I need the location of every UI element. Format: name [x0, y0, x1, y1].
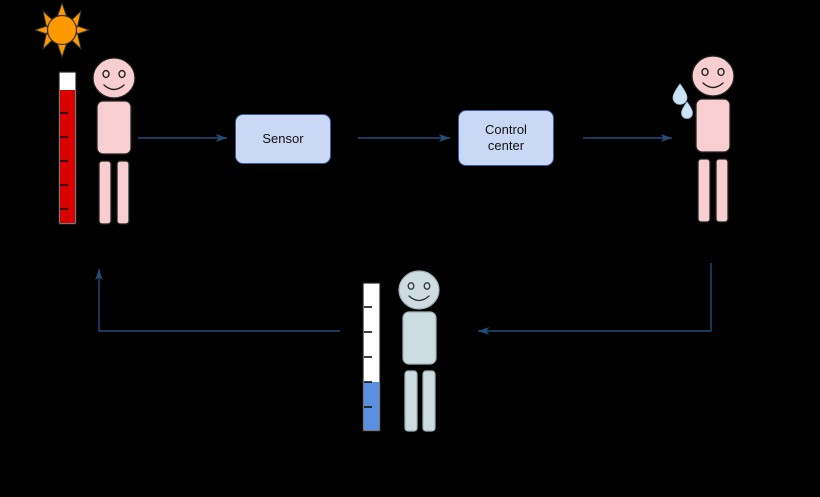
figure-sweating-person [672, 55, 735, 223]
thermometer-hot [58, 71, 77, 225]
node-sensor[interactable]: Sensor [235, 114, 331, 164]
edge-sweating-to-cooled [477, 263, 712, 335]
node-control-center[interactable]: Control center [458, 110, 554, 166]
figure-cooled-person [398, 270, 440, 432]
thermometer-cold [362, 282, 381, 432]
sweat-drop-icon [681, 101, 693, 119]
figure-hot-person [92, 57, 136, 225]
sun-icon [34, 2, 90, 58]
edge-cooled-to-person [95, 268, 340, 332]
sweat-drop-icon [672, 83, 688, 105]
